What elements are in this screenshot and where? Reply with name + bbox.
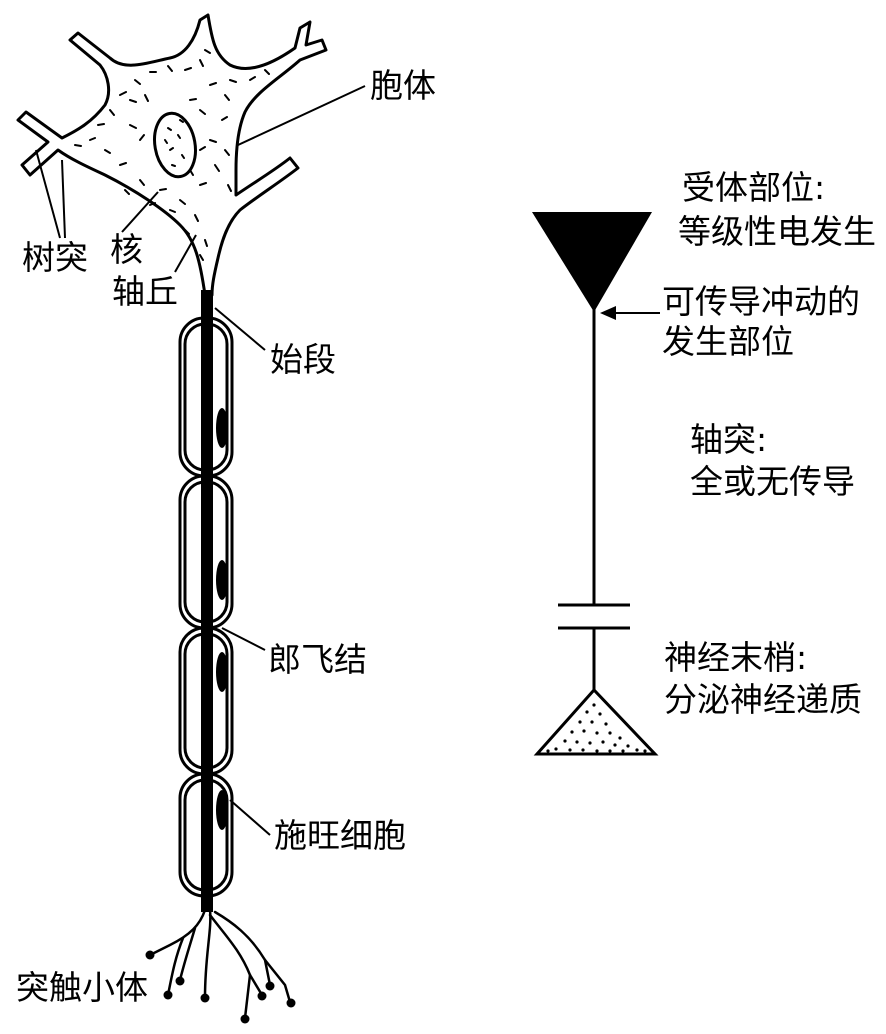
label-receptor-site-desc: 等级性电发生 xyxy=(678,212,876,251)
label-synaptic-knob: 突触小体 xyxy=(16,968,148,1007)
label-dendrite: 树突 xyxy=(22,238,88,277)
leader-node-of-ranvier xyxy=(221,627,266,651)
label-nucleus: 核 xyxy=(110,230,143,269)
label-soma: 胞体 xyxy=(370,66,436,105)
label-terminal-title: 神经末梢: xyxy=(664,638,808,677)
label-impulse-site-line1: 可传导冲动的 xyxy=(662,282,860,321)
synaptic-knobs xyxy=(145,950,296,1024)
label-axon-hillock: 轴丘 xyxy=(112,272,178,311)
arrow-head xyxy=(600,306,616,320)
leader-dendrite-b xyxy=(61,159,66,239)
label-schwann-cell: 施旺细胞 xyxy=(274,816,406,855)
functional-schematic xyxy=(532,212,660,756)
axon xyxy=(201,290,213,912)
leader-soma xyxy=(237,85,366,146)
label-receptor-site-title: 受体部位: xyxy=(682,168,826,207)
axon-terminals xyxy=(148,908,292,1020)
leader-nucleus xyxy=(121,191,159,233)
myelin-sheath xyxy=(178,316,234,898)
nucleus xyxy=(153,111,197,179)
label-axon-desc: 全或无传导 xyxy=(690,462,855,501)
label-node-of-ranvier: 郎飞结 xyxy=(268,640,367,679)
leader-axon-hillock xyxy=(174,234,197,273)
label-terminal-desc: 分泌神经递质 xyxy=(664,680,862,719)
terminal-triangle xyxy=(533,687,659,756)
vesicle-dots xyxy=(546,703,647,753)
receptor-triangle xyxy=(532,212,652,312)
label-axon-title: 轴突: xyxy=(690,420,768,459)
label-impulse-site-line2: 发生部位 xyxy=(662,322,794,361)
leader-schwann-cell xyxy=(229,799,271,836)
leader-lines xyxy=(35,85,366,836)
cytoplasm-texture xyxy=(74,44,270,261)
schwann-nucleus-group xyxy=(216,408,228,830)
label-initial-segment: 始段 xyxy=(270,340,336,379)
leader-dendrite-a xyxy=(35,149,61,239)
leader-initial-segment xyxy=(214,307,266,351)
